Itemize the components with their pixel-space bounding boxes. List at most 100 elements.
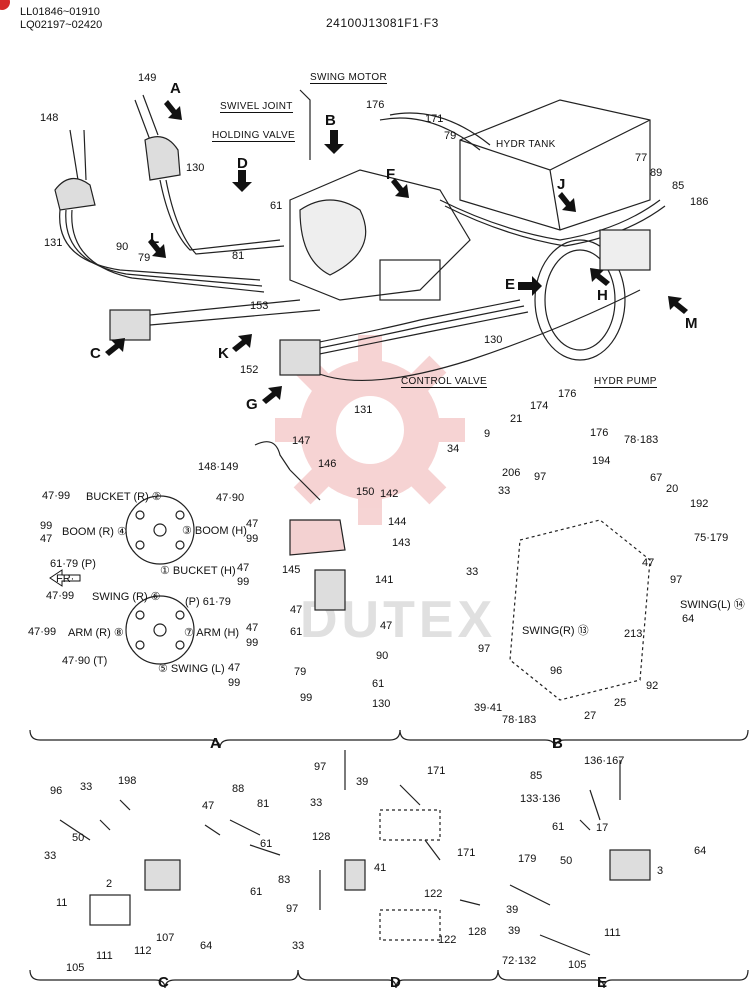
callout: 34 [447, 443, 460, 455]
label-control-valve: CONTROL VALVE [401, 376, 487, 388]
callout: 147 [292, 435, 311, 447]
callout: 61 [372, 678, 385, 690]
view-letter-m: M [685, 315, 698, 332]
view-letter-e: E [505, 276, 516, 293]
callout: 90 [116, 241, 129, 253]
callout: 75·179 [694, 532, 729, 544]
label-fr: FR· [56, 573, 75, 585]
view-letter-l: L [150, 230, 160, 247]
port-swing-r: SWING (R) ⑥ [92, 591, 161, 603]
callout: 174 [530, 400, 549, 412]
callout: 64 [682, 613, 695, 625]
serial-range-1: LL01846~01910 [20, 6, 100, 18]
callout: 61 [290, 626, 303, 638]
callout: 143 [392, 537, 411, 549]
callout: 77 [635, 152, 648, 164]
label-swing-motor: SWING MOTOR [310, 72, 388, 84]
callout: 148·149 [198, 461, 239, 473]
view-letter-f: F [386, 166, 396, 183]
part-code: 24100J13081F1·F3 [326, 16, 439, 30]
callout: 144 [388, 516, 407, 528]
callout: 194 [592, 455, 611, 467]
corner-badge [0, 0, 10, 10]
callout: 130 [186, 162, 205, 174]
view-letter-j: J [557, 176, 566, 193]
label-hydr-pump: HYDR PUMP [594, 376, 657, 388]
section-letter-e: E [597, 974, 608, 991]
callout: 97 [478, 643, 491, 655]
view-letter-k: K [218, 345, 229, 362]
callout: 92 [646, 680, 659, 692]
callout: 85 [672, 180, 685, 192]
callout: 97 [670, 574, 683, 586]
callout: 153 [250, 300, 269, 312]
port-bucket-h: ① BUCKET (H) [160, 565, 236, 577]
port-bucket-r: BUCKET (R) ② [86, 491, 162, 503]
callout: 149 [138, 72, 157, 84]
view-letter-a: A [170, 80, 181, 97]
section-letter-d: D [390, 974, 401, 991]
callout: 213 [624, 628, 643, 640]
section-letter-c: C [158, 974, 169, 991]
port-swing-l: ⑤ SWING (L) [158, 663, 225, 675]
callout: 78·183 [624, 434, 659, 446]
callout: 89 [650, 167, 663, 179]
callout: 47 [290, 604, 303, 616]
callout: 142 [380, 488, 399, 500]
callout: 152 [240, 364, 259, 376]
callout: 90 [376, 650, 389, 662]
port-arm-r: ARM (R) ⑧ [68, 627, 124, 639]
callout: 192 [690, 498, 709, 510]
callout: 131 [354, 404, 373, 416]
callout: 25 [614, 697, 627, 709]
callout: 176 [366, 99, 385, 111]
callout: 79 [138, 252, 151, 264]
callout: 39·41 [474, 702, 503, 714]
callout: 186 [690, 196, 709, 208]
callout: 96 [550, 665, 563, 677]
callout: 206 [502, 467, 521, 479]
callout: 97 [534, 471, 547, 483]
view-letter-c: C [90, 345, 101, 362]
view-letter-h: H [597, 287, 608, 304]
view-letter-g: G [246, 396, 258, 413]
port-boom-h: ③ BOOM (H) [182, 525, 247, 537]
port-swing-r13: SWING(R) ⑬ [522, 625, 589, 637]
callout: 20 [666, 483, 679, 495]
port-arm-h: ⑦ ARM (H) [184, 627, 240, 639]
section-letter-a: A [210, 735, 221, 752]
callout: 171 [425, 113, 444, 125]
label-holding-valve: HOLDING VALVE [212, 130, 295, 142]
gear-watermark-icon [275, 335, 465, 525]
callout: 61 [270, 200, 283, 212]
callout: 27 [584, 710, 597, 722]
callout: 33 [498, 485, 511, 497]
callout: 33 [466, 566, 479, 578]
callout: 78·183 [502, 714, 537, 726]
section-letter-b: B [552, 735, 563, 752]
callout: 130 [372, 698, 391, 710]
view-letter-b: B [325, 112, 336, 129]
callout: 47 [642, 557, 655, 569]
label-hydr-tank: HYDR TANK [496, 139, 556, 150]
callout: 21 [510, 413, 523, 425]
serial-range-2: LQ02197~02420 [20, 19, 103, 31]
callout: 131 [44, 237, 63, 249]
port-boom-r: BOOM (R) ④ [62, 526, 127, 538]
label-swivel-joint: SWIVEL JOINT [220, 101, 293, 113]
callout: 47 [380, 620, 393, 632]
callout: 150 [356, 486, 375, 498]
callout: 130 [484, 334, 503, 346]
callout: 79 [294, 666, 307, 678]
callout: 141 [375, 574, 394, 586]
callout: 148 [40, 112, 59, 124]
callout: 176 [558, 388, 577, 400]
port-swing-l14: SWING(L) ⑭ [680, 599, 745, 611]
callout: 145 [282, 564, 301, 576]
callout: 146 [318, 458, 337, 470]
view-letter-d: D [237, 155, 248, 172]
callout: 99 [300, 692, 313, 704]
callout: 67 [650, 472, 663, 484]
callout: 9 [484, 428, 491, 440]
